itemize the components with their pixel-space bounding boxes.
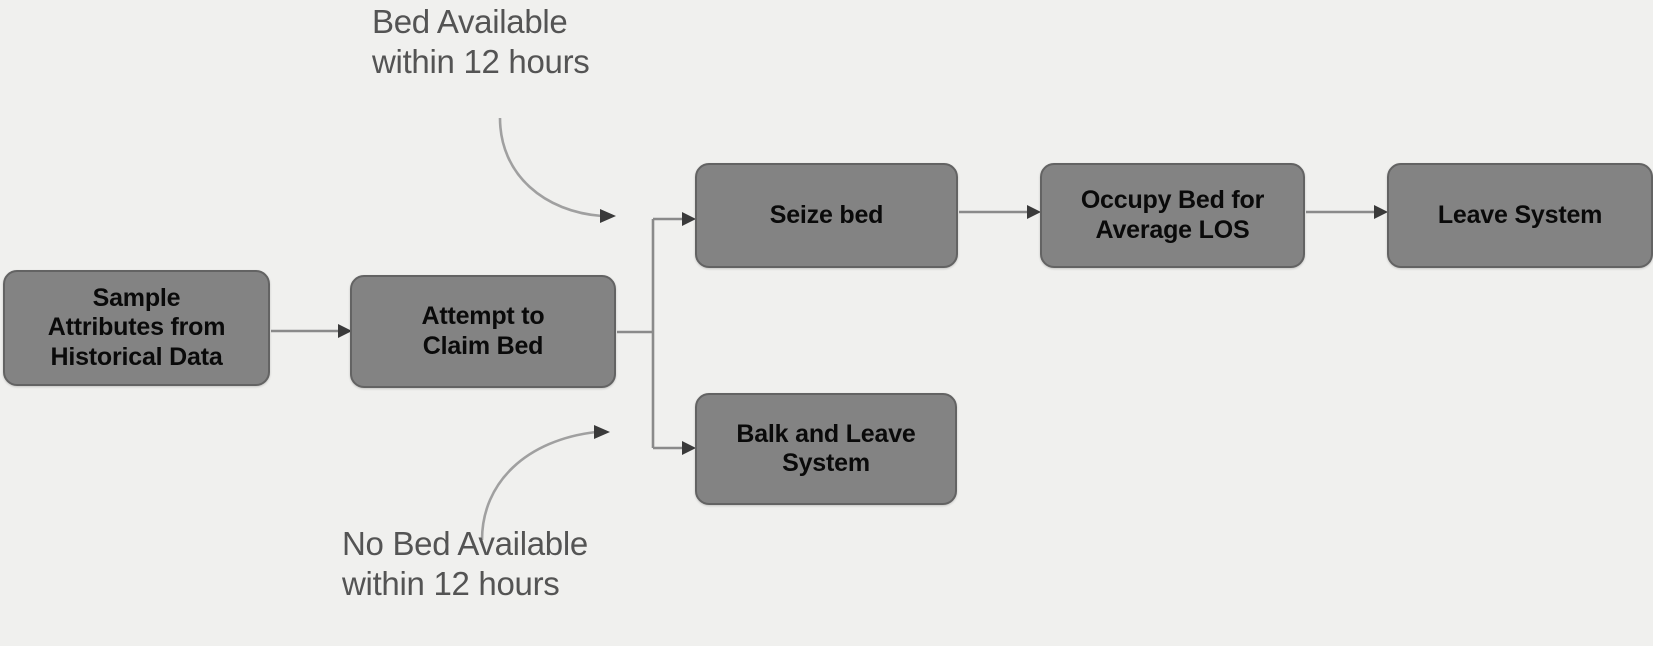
node-seize-bed-text: Seize bed bbox=[707, 201, 946, 230]
node-attempt-claim-bed-text: Attempt to Claim Bed bbox=[362, 302, 604, 361]
connector-attempt-to-junction bbox=[617, 219, 655, 448]
connector-sample-to-attempt bbox=[271, 324, 352, 338]
node-line: Leave System bbox=[1437, 200, 1603, 229]
node-seize-bed[interactable]: Seize bed bbox=[695, 163, 958, 268]
node-line: Attributes from bbox=[47, 313, 226, 342]
node-line: Average LOS bbox=[1095, 215, 1250, 244]
node-line: Balk and Leave bbox=[736, 419, 916, 448]
node-line: Occupy Bed for bbox=[1080, 186, 1265, 215]
node-line: Claim Bed bbox=[422, 331, 544, 360]
node-balk-and-leave[interactable]: Balk and Leave System bbox=[695, 393, 957, 505]
node-line: Sample bbox=[92, 284, 181, 313]
node-sample-attributes-text: Sample Attributes from Historical Data bbox=[15, 284, 258, 372]
node-occupy-bed[interactable]: Occupy Bed for Average LOS bbox=[1040, 163, 1305, 268]
edge-label-line: within 12 hours bbox=[342, 565, 560, 603]
edge-label-bed-available: Bed Available within 12 hours bbox=[372, 2, 590, 83]
connector-occupy-to-leave bbox=[1306, 205, 1388, 219]
node-balk-and-leave-text: Balk and Leave System bbox=[707, 420, 945, 479]
edge-label-line: No Bed Available bbox=[342, 525, 588, 562]
connector-no-bed-available-pointer bbox=[480, 425, 610, 541]
edge-label-line: Bed Available bbox=[372, 3, 568, 40]
node-attempt-claim-bed[interactable]: Attempt to Claim Bed bbox=[350, 275, 616, 388]
node-leave-system-text: Leave System bbox=[1399, 201, 1641, 230]
node-line: Attempt to bbox=[421, 302, 545, 331]
connector-junction-to-seize bbox=[653, 212, 696, 226]
connector-junction-to-balk bbox=[653, 441, 696, 455]
node-line: System bbox=[782, 449, 870, 477]
node-line: Seize bed bbox=[769, 200, 884, 229]
connector-bed-available-pointer bbox=[498, 117, 616, 223]
node-occupy-bed-text: Occupy Bed for Average LOS bbox=[1052, 186, 1293, 245]
connector-seize-to-occupy bbox=[959, 205, 1041, 219]
edge-label-no-bed-available: No Bed Available within 12 hours bbox=[342, 524, 588, 605]
node-line: Historical Data bbox=[50, 342, 223, 371]
node-leave-system[interactable]: Leave System bbox=[1387, 163, 1653, 268]
edge-label-line: within 12 hours bbox=[372, 43, 590, 81]
node-sample-attributes[interactable]: Sample Attributes from Historical Data bbox=[3, 270, 270, 386]
